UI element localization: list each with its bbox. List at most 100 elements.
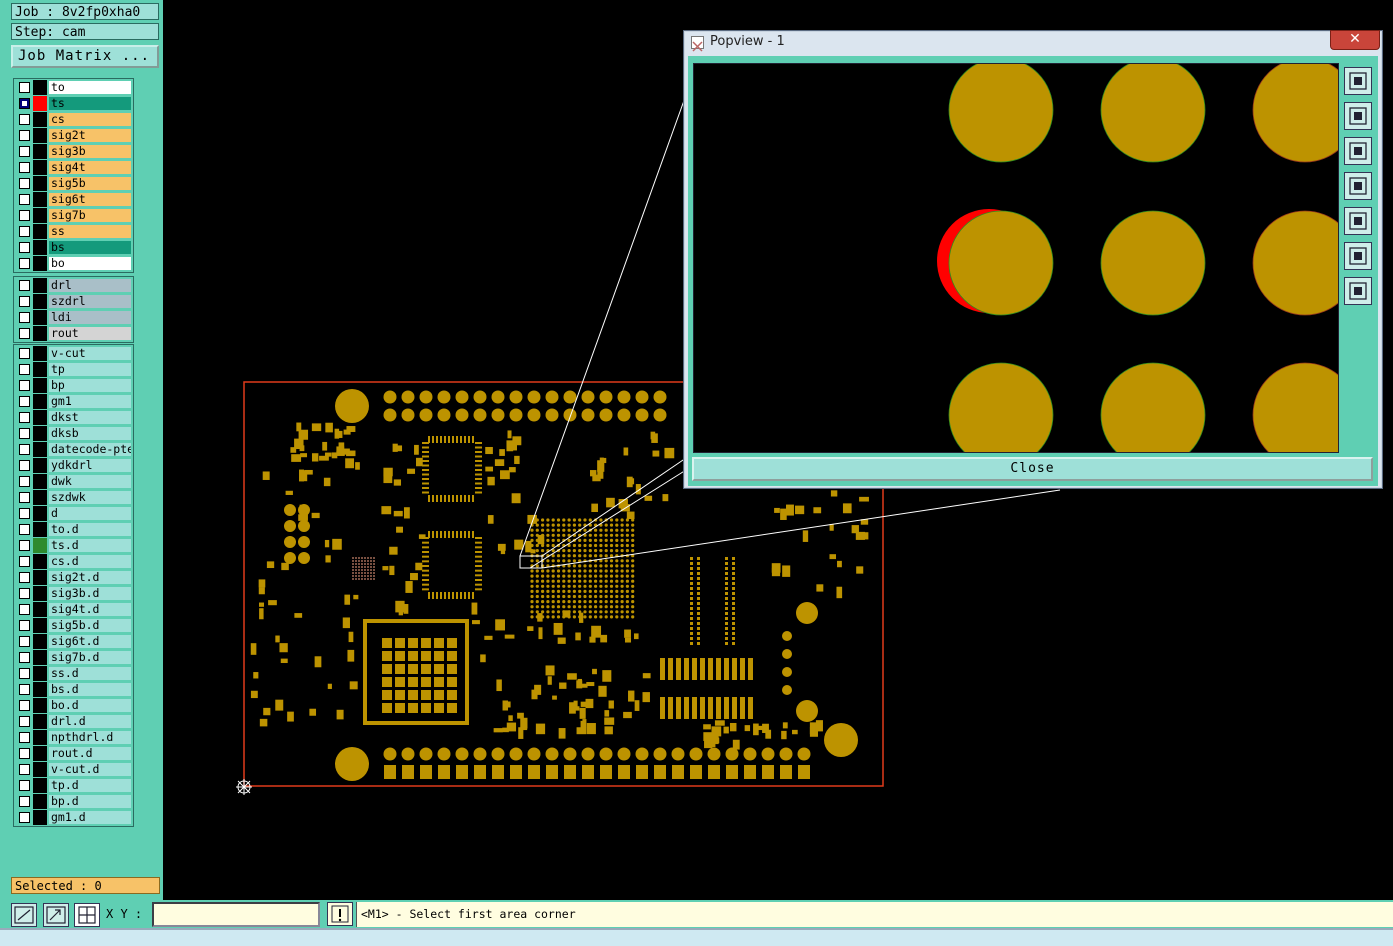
layer-row[interactable]: drl.d xyxy=(14,714,133,729)
layer-color-swatch[interactable] xyxy=(33,160,47,175)
layer-checkbox[interactable] xyxy=(19,280,30,291)
layer-color-swatch[interactable] xyxy=(33,666,47,681)
layer-name[interactable]: rout xyxy=(49,327,131,340)
layer-row[interactable]: tp xyxy=(14,362,133,377)
layer-row[interactable]: sig4t xyxy=(14,160,133,175)
layer-name[interactable]: rout.d xyxy=(49,747,131,760)
layer-name[interactable]: sig5b.d xyxy=(49,619,131,632)
layer-checkbox[interactable] xyxy=(19,312,30,323)
layer-row[interactable]: sig4t.d xyxy=(14,602,133,617)
zoom-area-icon[interactable] xyxy=(11,903,37,927)
layer-name[interactable]: tp xyxy=(49,363,131,376)
layer-color-swatch[interactable] xyxy=(33,730,47,745)
layer-name[interactable]: drl.d xyxy=(49,715,131,728)
layer-name[interactable]: bs.d xyxy=(49,683,131,696)
layer-checkbox[interactable] xyxy=(19,556,30,567)
layer-color-swatch[interactable] xyxy=(33,586,47,601)
layer-row[interactable]: sig3b.d xyxy=(14,586,133,601)
layer-color-swatch[interactable] xyxy=(33,714,47,729)
layer-row[interactable]: bp xyxy=(14,378,133,393)
layer-row[interactable]: sig5b xyxy=(14,176,133,191)
layer-row[interactable]: bo xyxy=(14,256,133,271)
layer-color-swatch[interactable] xyxy=(33,346,47,361)
layer-row[interactable]: sig6t.d xyxy=(14,634,133,649)
zoom-out-icon[interactable] xyxy=(1344,242,1372,270)
layer-checkbox[interactable] xyxy=(19,428,30,439)
layer-name[interactable]: d xyxy=(49,507,131,520)
layer-name[interactable]: sig6t xyxy=(49,193,131,206)
layer-row[interactable]: d xyxy=(14,506,133,521)
layer-name[interactable]: sig2t xyxy=(49,129,131,142)
layer-row[interactable]: drl xyxy=(14,278,133,293)
layer-row[interactable]: sig3b xyxy=(14,144,133,159)
layer-color-swatch[interactable] xyxy=(33,224,47,239)
layer-name[interactable]: szdwk xyxy=(49,491,131,504)
layer-row[interactable]: gm1 xyxy=(14,394,133,409)
layer-name[interactable]: bo.d xyxy=(49,699,131,712)
layer-color-swatch[interactable] xyxy=(33,810,47,825)
layer-color-swatch[interactable] xyxy=(33,208,47,223)
layer-name[interactable]: sig6t.d xyxy=(49,635,131,648)
layer-checkbox[interactable] xyxy=(19,524,30,535)
layer-checkbox[interactable] xyxy=(19,620,30,631)
layer-name[interactable]: to.d xyxy=(49,523,131,536)
layer-color-swatch[interactable] xyxy=(33,442,47,457)
zoom-in-icon[interactable] xyxy=(1344,67,1372,95)
zoom-fit-icon[interactable] xyxy=(1344,277,1372,305)
layer-color-swatch[interactable] xyxy=(33,240,47,255)
layer-color-swatch[interactable] xyxy=(33,618,47,633)
layer-checkbox[interactable] xyxy=(19,540,30,551)
layer-name[interactable]: sig4t.d xyxy=(49,603,131,616)
layer-checkbox[interactable] xyxy=(19,796,30,807)
layer-color-swatch[interactable] xyxy=(33,506,47,521)
layer-row[interactable]: bp.d xyxy=(14,794,133,809)
layer-color-swatch[interactable] xyxy=(33,602,47,617)
layer-color-swatch[interactable] xyxy=(33,650,47,665)
layer-color-swatch[interactable] xyxy=(33,778,47,793)
layer-color-swatch[interactable] xyxy=(33,458,47,473)
layer-name[interactable]: sig5b xyxy=(49,177,131,190)
graphics-canvas[interactable] xyxy=(0,0,1393,900)
layer-color-swatch[interactable] xyxy=(33,128,47,143)
layer-color-swatch[interactable] xyxy=(33,96,47,111)
layer-checkbox[interactable] xyxy=(19,242,30,253)
layer-checkbox[interactable] xyxy=(19,130,30,141)
layer-checkbox[interactable] xyxy=(19,364,30,375)
layer-name[interactable]: to xyxy=(49,81,131,94)
exclamation-icon[interactable] xyxy=(327,902,353,926)
layer-checkbox[interactable] xyxy=(19,572,30,583)
layer-row[interactable]: rout xyxy=(14,326,133,341)
layer-color-swatch[interactable] xyxy=(33,746,47,761)
layer-name[interactable]: datecode-pte xyxy=(49,443,131,456)
layer-color-swatch[interactable] xyxy=(33,176,47,191)
layer-color-swatch[interactable] xyxy=(33,144,47,159)
layer-row[interactable]: bs.d xyxy=(14,682,133,697)
layer-row[interactable]: sig2t.d xyxy=(14,570,133,585)
layer-checkbox[interactable] xyxy=(19,716,30,727)
layer-row[interactable]: ydkdrl xyxy=(14,458,133,473)
layer-color-swatch[interactable] xyxy=(33,426,47,441)
layer-checkbox[interactable] xyxy=(19,508,30,519)
layer-name[interactable]: ss.d xyxy=(49,667,131,680)
layer-color-swatch[interactable] xyxy=(33,378,47,393)
layer-row[interactable]: sig6t xyxy=(14,192,133,207)
layer-checkbox[interactable] xyxy=(19,652,30,663)
layer-color-swatch[interactable] xyxy=(33,634,47,649)
layer-checkbox[interactable] xyxy=(19,732,30,743)
layer-name[interactable]: ts.d xyxy=(49,539,131,552)
popview-close-button[interactable]: Close xyxy=(692,457,1373,481)
layer-row[interactable]: cs xyxy=(14,112,133,127)
layer-checkbox[interactable] xyxy=(19,780,30,791)
layer-color-swatch[interactable] xyxy=(33,474,47,489)
popview-canvas[interactable] xyxy=(693,63,1339,453)
layer-name[interactable]: gm1 xyxy=(49,395,131,408)
layer-checkbox[interactable] xyxy=(19,328,30,339)
layer-name[interactable]: sig3b.d xyxy=(49,587,131,600)
layer-checkbox[interactable] xyxy=(19,380,30,391)
layer-color-swatch[interactable] xyxy=(33,256,47,271)
layer-color-swatch[interactable] xyxy=(33,762,47,777)
layer-row[interactable]: ldi xyxy=(14,310,133,325)
layer-checkbox[interactable] xyxy=(19,604,30,615)
layer-checkbox[interactable] xyxy=(19,476,30,487)
layer-color-swatch[interactable] xyxy=(33,554,47,569)
